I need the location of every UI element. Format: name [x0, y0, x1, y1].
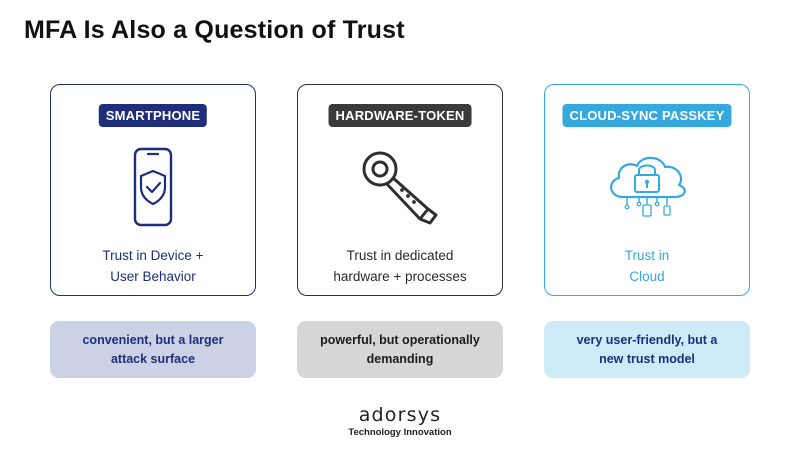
card-cloud-sync-passkey-line-2: Cloud [629, 269, 665, 284]
pill-smartphone-tradeoff: convenient, but a larger attack surface [50, 321, 256, 378]
card-smartphone: SMARTPHONE Trust in Device + User Behavi… [50, 84, 256, 296]
card-cloud-sync-passkey: CLOUD-SYNC PASSKEY Trust in Cloud [544, 84, 750, 296]
hardware-usb-token-icon [358, 147, 442, 236]
cloud-lock-devices-icon [601, 147, 693, 230]
card-hardware-token-line-2: hardware + processes [333, 269, 467, 284]
adorsys-logo: adorsys Technology Innovation [0, 405, 800, 438]
page-title: MFA Is Also a Question of Trust [24, 16, 405, 44]
card-hardware-token-description: Trust in dedicated hardware + processes [298, 245, 502, 287]
smartphone-shield-check-icon [123, 147, 183, 234]
pill-cloud-sync-passkey-tradeoff: very user-friendly, but a new trust mode… [544, 321, 750, 378]
pill-cloud-sync-passkey-line-1: very user-friendly, but a [576, 332, 718, 347]
pill-hardware-token-line-1: powerful, but operationally [320, 332, 480, 347]
card-cloud-sync-passkey-description: Trust in Cloud [545, 245, 749, 287]
logo-tagline: Technology Innovation [348, 427, 452, 438]
card-hardware-token-line-1: Trust in dedicated [346, 248, 454, 263]
pill-cloud-sync-passkey-line-2: new trust model [599, 351, 695, 366]
card-smartphone-line-1: Trust in Device + [102, 248, 204, 263]
logo-wordmark: adorsys [358, 404, 442, 426]
card-smartphone-line-2: User Behavior [110, 269, 196, 284]
pill-smartphone-line-2: attack surface [110, 351, 196, 366]
pill-hardware-token-tradeoff: powerful, but operationally demanding [297, 321, 503, 378]
card-cloud-sync-passkey-line-1: Trust in [624, 248, 670, 263]
badge-cloud-sync-passkey: CLOUD-SYNC PASSKEY [562, 104, 732, 127]
badge-smartphone: SMARTPHONE [98, 104, 208, 127]
pill-hardware-token-line-2: demanding [366, 351, 434, 366]
card-hardware-token: HARDWARE-TOKEN Trust in dedicated hardwa… [297, 84, 503, 296]
pill-smartphone-line-1: convenient, but a larger [82, 332, 224, 347]
badge-hardware-token: HARDWARE-TOKEN [328, 104, 472, 127]
card-smartphone-description: Trust in Device + User Behavior [51, 245, 255, 287]
